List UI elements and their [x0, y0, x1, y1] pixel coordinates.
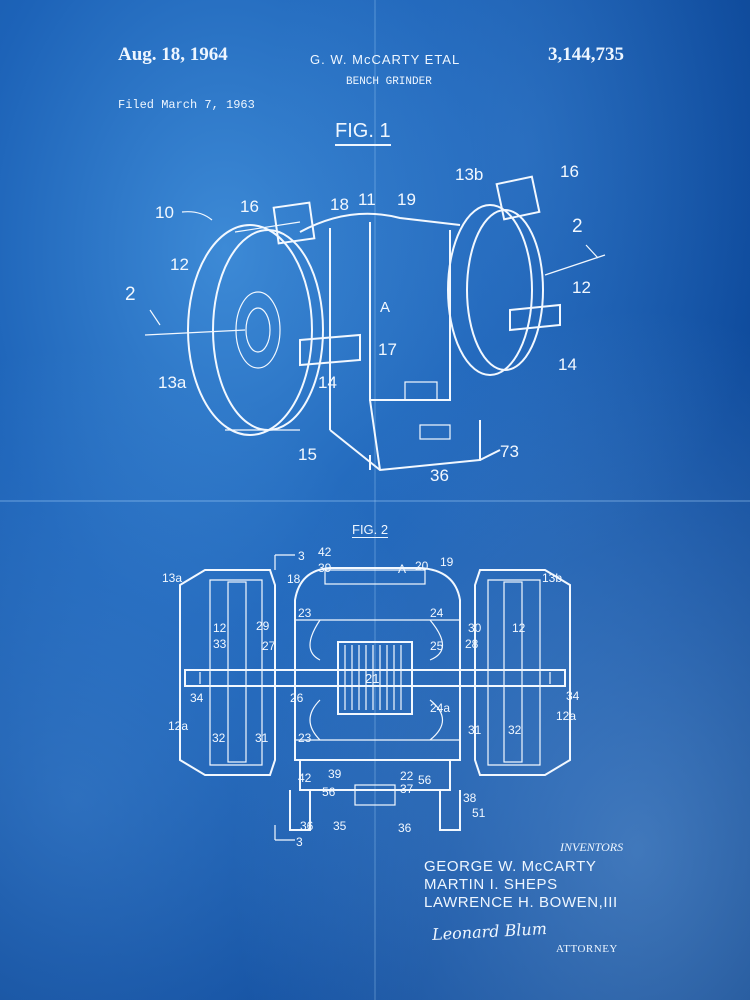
inventor-name-2: MARTIN I. SHEPS [424, 876, 558, 893]
svg-text:17: 17 [378, 340, 397, 359]
svg-text:30: 30 [468, 621, 482, 635]
svg-text:42: 42 [318, 545, 332, 559]
svg-text:56: 56 [322, 785, 336, 799]
svg-text:2: 2 [125, 284, 136, 305]
svg-text:31: 31 [468, 723, 482, 737]
svg-text:12: 12 [572, 278, 591, 297]
svg-text:56: 56 [418, 773, 432, 787]
svg-text:39: 39 [328, 767, 342, 781]
patent-inventor-short: G. W. McCARTY ETAL [310, 52, 461, 67]
svg-text:35: 35 [333, 819, 347, 833]
svg-text:37: 37 [400, 782, 414, 796]
svg-text:13a: 13a [162, 571, 182, 585]
svg-text:12: 12 [170, 255, 189, 274]
svg-text:25: 25 [430, 639, 444, 653]
svg-text:34: 34 [566, 689, 580, 703]
inventor-name-3: LAWRENCE H. BOWEN,III [424, 894, 618, 911]
svg-text:12: 12 [512, 621, 526, 635]
svg-text:34: 34 [190, 691, 204, 705]
svg-text:24: 24 [430, 606, 444, 620]
svg-text:12a: 12a [168, 719, 188, 733]
svg-text:10: 10 [155, 203, 174, 222]
attorney-label: ATTORNEY [556, 943, 618, 955]
svg-text:33: 33 [213, 637, 227, 651]
fold-line-vertical [374, 0, 376, 1000]
svg-text:15: 15 [298, 445, 317, 464]
svg-text:3: 3 [296, 835, 303, 849]
svg-text:19: 19 [440, 555, 454, 569]
svg-text:14: 14 [558, 355, 577, 374]
svg-text:23: 23 [298, 731, 312, 745]
svg-text:31: 31 [255, 731, 269, 745]
svg-text:14: 14 [318, 373, 337, 392]
svg-text:36: 36 [300, 819, 314, 833]
svg-text:A: A [380, 299, 390, 316]
figure-2-drawing: 3 42 39 A 20 19 13a 13b 18 23 24 12 29 3… [162, 545, 580, 849]
svg-text:29: 29 [256, 619, 270, 633]
svg-text:23: 23 [298, 606, 312, 620]
svg-text:73: 73 [500, 442, 519, 461]
figure-1-drawing: 10 16 18 11 19 13b 16 2 12 2 A 12 17 14 … [125, 162, 606, 485]
svg-text:A: A [398, 562, 406, 576]
svg-text:27: 27 [262, 639, 276, 653]
fold-line-horizontal [0, 500, 750, 502]
svg-text:24a: 24a [430, 701, 450, 715]
svg-text:20: 20 [415, 559, 429, 573]
inventor-name-1: GEORGE W. McCARTY [424, 858, 597, 875]
svg-text:38: 38 [463, 791, 477, 805]
figure-2-label: FIG. 2 [352, 522, 389, 538]
svg-text:28: 28 [465, 637, 479, 651]
patent-number: 3,144,735 [548, 44, 624, 65]
figure-1-label: FIG. 1 [335, 120, 391, 146]
svg-text:11: 11 [358, 190, 376, 209]
svg-text:12: 12 [213, 621, 227, 635]
svg-text:39: 39 [318, 561, 332, 575]
svg-text:36: 36 [430, 466, 449, 485]
svg-text:26: 26 [290, 691, 304, 705]
svg-text:12a: 12a [556, 709, 576, 723]
svg-text:42: 42 [298, 771, 312, 785]
svg-text:13b: 13b [542, 571, 562, 585]
svg-text:22: 22 [400, 769, 414, 783]
svg-text:16: 16 [560, 162, 579, 181]
svg-text:18: 18 [287, 572, 301, 586]
svg-text:3: 3 [298, 549, 305, 563]
patent-title: BENCH GRINDER [346, 76, 432, 88]
svg-text:16: 16 [240, 197, 259, 216]
svg-text:13a: 13a [158, 373, 187, 392]
svg-text:13b: 13b [455, 165, 483, 184]
filed-date: Filed March 7, 1963 [118, 98, 255, 112]
inventors-heading: INVENTORS [560, 840, 624, 854]
svg-text:19: 19 [397, 190, 416, 209]
patent-date: Aug. 18, 1964 [118, 44, 228, 65]
svg-text:21: 21 [365, 671, 379, 686]
svg-text:18: 18 [330, 195, 349, 214]
svg-text:51: 51 [472, 806, 486, 820]
svg-text:2: 2 [572, 216, 583, 237]
svg-text:36: 36 [398, 821, 412, 835]
svg-text:32: 32 [212, 731, 226, 745]
svg-text:32: 32 [508, 723, 522, 737]
